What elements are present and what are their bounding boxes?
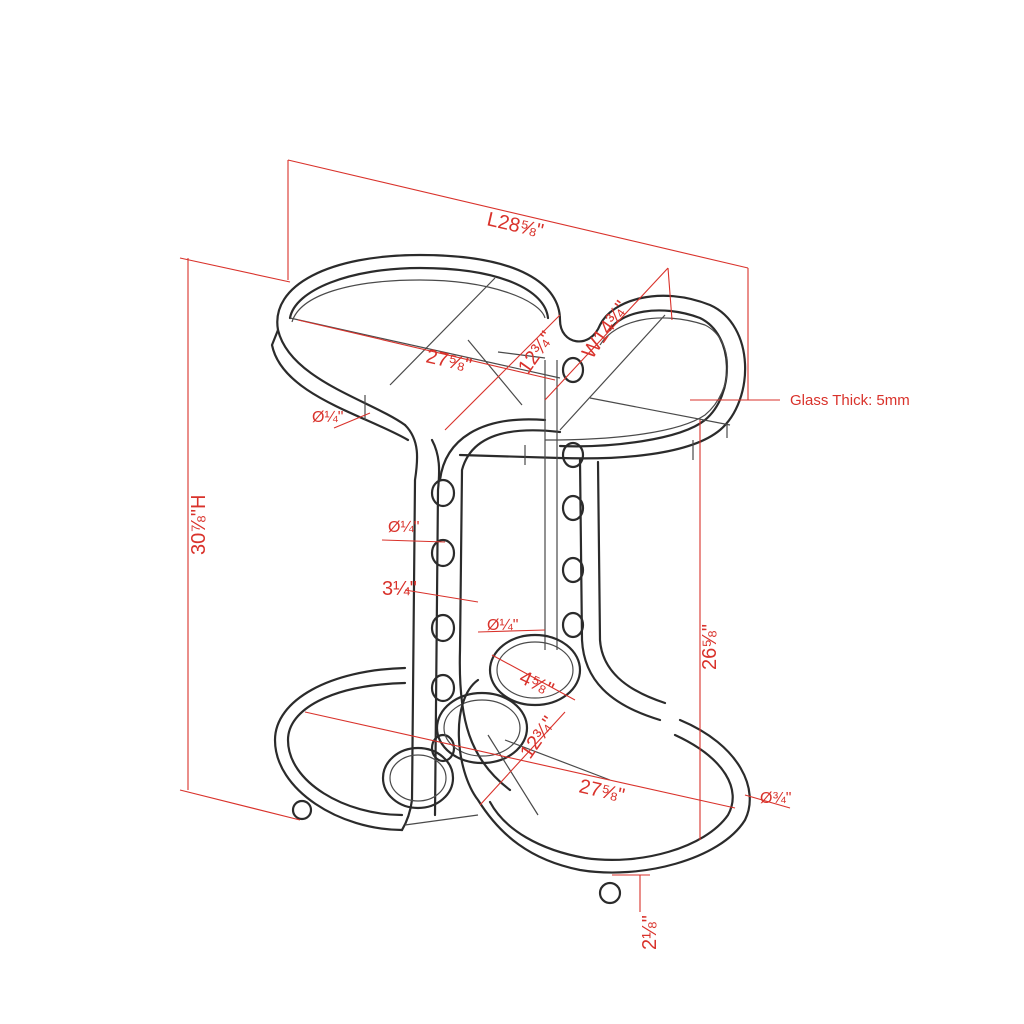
tube-mid-label: Ø¼" xyxy=(388,519,419,536)
clearance-label: 2⅛" xyxy=(639,915,661,950)
glass-thickness-note: Glass Thick: 5mm xyxy=(790,392,910,409)
top-glass xyxy=(291,279,729,441)
bottom-span-label: 27⅝" xyxy=(577,775,627,807)
ring-gap-label: 3¼" xyxy=(382,578,417,600)
frame-tube-label: Ø¾" xyxy=(760,790,791,807)
top-span-label: 27⅝" xyxy=(424,345,474,377)
bottom-depth-label: 12¾" xyxy=(516,713,560,763)
shelf-height-label: 26⅝" xyxy=(699,624,721,670)
casters xyxy=(291,799,622,905)
top-depth-label: 12¾" xyxy=(514,328,558,378)
glass-holder-rings xyxy=(381,633,582,810)
front-post xyxy=(400,423,419,832)
bottle-rings-front xyxy=(430,478,456,763)
top-shelf-inner xyxy=(270,328,410,442)
bottle-rings-rear xyxy=(561,356,585,639)
top-shelf-outer xyxy=(276,253,747,460)
tube-top-label: Ø¼" xyxy=(312,409,343,426)
dimension-lines xyxy=(179,159,791,912)
ring-tube-label: Ø¼" xyxy=(487,617,518,634)
width-label: W14¾" xyxy=(578,297,633,363)
rear-post xyxy=(578,458,662,722)
cart-frame xyxy=(270,253,751,905)
front-curve xyxy=(458,429,562,792)
bottom-shelf-outer xyxy=(273,666,751,874)
length-label: L28⅝" xyxy=(485,208,546,242)
height-label: 30⅞"H xyxy=(188,495,210,555)
